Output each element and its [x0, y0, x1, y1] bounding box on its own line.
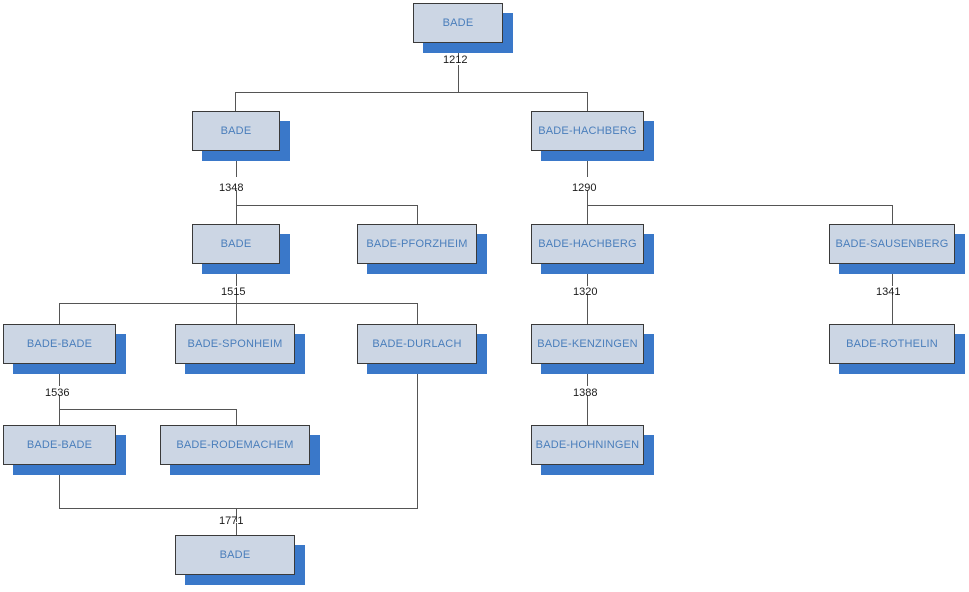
connector-segment [59, 364, 60, 386]
edge-year-label: 1771 [219, 515, 244, 527]
connector-segment [236, 205, 237, 224]
node-label: BADE-SAUSENBERG [835, 237, 949, 250]
connector-segment [587, 395, 588, 425]
node-box-face[interactable]: BADE-BADE [3, 425, 116, 465]
connector-segment [892, 264, 893, 286]
connector-segment [235, 92, 236, 111]
node-label: BADE [220, 124, 252, 137]
node-box-face[interactable]: BADE-SAUSENBERG [829, 224, 955, 264]
node-box-face[interactable]: BADE-RODEMACHEM [160, 425, 310, 465]
connector-segment [892, 205, 893, 224]
node-label: BADE-PFORZHEIM [366, 237, 468, 250]
node-box-face[interactable]: BADE-HACHBERG [531, 111, 644, 151]
node-box[interactable]: BADE-SAUSENBERG [829, 224, 965, 274]
connector-segment [59, 303, 60, 324]
node-box[interactable]: BADE-KENZINGEN [531, 324, 654, 374]
edge-year-label: 1212 [443, 54, 468, 66]
node-box-face[interactable]: BADE-ROTHELIN [829, 324, 955, 364]
connector-segment [236, 190, 237, 205]
connector-segment [59, 508, 418, 509]
node-box[interactable]: BADE-HACHBERG [531, 224, 654, 274]
connector-segment [59, 303, 418, 304]
node-box-face[interactable]: BADE-KENZINGEN [531, 324, 644, 364]
node-label: BADE-ROTHELIN [846, 337, 938, 350]
node-box[interactable]: BADE-PFORZHEIM [357, 224, 487, 274]
node-label: BADE-BADE [26, 438, 93, 451]
node-box[interactable]: BADE-HOHNINGEN [531, 425, 654, 475]
edge-year-label: 1515 [221, 286, 246, 298]
node-box-face[interactable]: BADE-BADE [3, 324, 116, 364]
edge-year-label: 1320 [573, 286, 598, 298]
connector-segment [587, 205, 892, 206]
node-box-face[interactable]: BADE [192, 224, 280, 264]
node-label: BADE-HACHBERG [538, 124, 637, 137]
edge-year-label: 1536 [45, 387, 70, 399]
node-box[interactable]: BADE-BADE [3, 324, 126, 374]
node-box[interactable]: BADE-BADE [3, 425, 126, 475]
node-label: BADE-BADE [26, 337, 93, 350]
connector-segment [236, 264, 237, 286]
connector-segment [417, 205, 418, 224]
node-label: BADE-KENZINGEN [537, 337, 638, 350]
connector-segment [417, 364, 418, 508]
connector-segment [235, 92, 588, 93]
connector-segment [587, 205, 588, 224]
node-box-face[interactable]: BADE [192, 111, 280, 151]
connector-segment [587, 190, 588, 205]
node-label: BADE [220, 237, 252, 250]
node-box-face[interactable]: BADE-DURLACH [357, 324, 477, 364]
connector-segment [892, 294, 893, 324]
node-box[interactable]: BADE-ROTHELIN [829, 324, 965, 374]
node-box-face[interactable]: BADE [175, 535, 295, 575]
node-label: BADE-DURLACH [372, 337, 462, 350]
connector-segment [458, 65, 459, 93]
node-box[interactable]: BADE-RODEMACHEM [160, 425, 320, 475]
connector-segment [587, 364, 588, 386]
node-box-face[interactable]: BADE-HOHNINGEN [531, 425, 644, 465]
node-box-face[interactable]: BADE-HACHBERG [531, 224, 644, 264]
connector-segment [236, 523, 237, 535]
connector-segment [236, 409, 237, 425]
connector-segment [587, 151, 588, 177]
connector-segment [59, 395, 60, 409]
node-box[interactable]: BADE [175, 535, 305, 585]
node-box[interactable]: BADE-HACHBERG [531, 111, 654, 161]
node-box[interactable]: BADE [413, 3, 513, 53]
node-box[interactable]: BADE [192, 224, 290, 274]
edge-year-label: 1388 [573, 387, 598, 399]
connector-segment [59, 409, 60, 425]
node-label: BADE [219, 548, 251, 561]
node-box-face[interactable]: BADE [413, 3, 503, 43]
node-box[interactable]: BADE-SPONHEIM [175, 324, 305, 374]
connector-segment [59, 465, 60, 508]
node-label: BADE-HOHNINGEN [535, 438, 640, 451]
edge-year-label: 1348 [219, 182, 244, 194]
node-box[interactable]: BADE [192, 111, 290, 161]
node-label: BADE [442, 16, 474, 29]
node-label: BADE-HACHBERG [538, 237, 637, 250]
node-box-face[interactable]: BADE-PFORZHEIM [357, 224, 477, 264]
connector-segment [587, 264, 588, 286]
connector-segment [236, 303, 237, 324]
connector-segment [236, 294, 237, 303]
connector-segment [236, 508, 237, 522]
node-label: BADE-SPONHEIM [187, 337, 283, 350]
connector-segment [587, 294, 588, 324]
connector-segment [236, 151, 237, 177]
connector-segment [59, 409, 236, 410]
edge-year-label: 1341 [876, 286, 901, 298]
node-box[interactable]: BADE-DURLACH [357, 324, 487, 374]
connector-segment [587, 92, 588, 111]
connector-segment [236, 205, 417, 206]
node-box-face[interactable]: BADE-SPONHEIM [175, 324, 295, 364]
edge-year-label: 1290 [572, 182, 597, 194]
connector-segment [417, 303, 418, 324]
node-label: BADE-RODEMACHEM [176, 438, 294, 451]
